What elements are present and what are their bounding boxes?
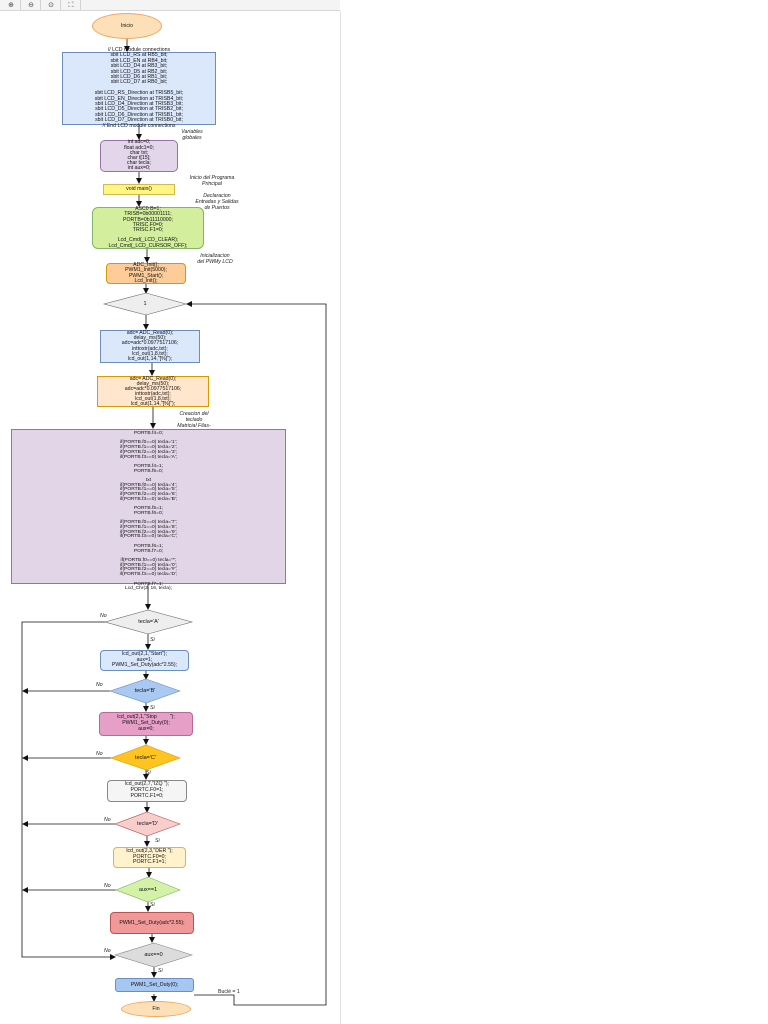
decision-aux-0-text: aux==0 <box>144 952 163 958</box>
no-label: No <box>104 817 111 823</box>
action-key-b-text: lcd_out(2,1,"Stop "); PWM1_Set_Duty(0); … <box>117 714 175 732</box>
ports-config-block: ASC0 B=1; TRISB=0b00001111; PORTB=0b1111… <box>92 207 204 249</box>
action-key-d: lcd_out(2,3,"DER "); PORTC.F0=0; PORTC.F… <box>113 847 186 868</box>
start-terminal: Inicio <box>92 13 162 39</box>
loop-condition-text: 1 <box>143 301 147 307</box>
loop-back-label: Buclé = 1 <box>218 989 240 995</box>
decision-key-b-text: tecla='B' <box>134 688 156 694</box>
diagram-toolbar: ⊕ ⊖ ⊙ ⛶ <box>0 0 340 11</box>
decision-key-d <box>114 811 181 837</box>
action-key-c-text: lcd_out(2,7,"IZQ "); PORTC.F0=1; PORTC.F… <box>124 781 170 799</box>
diagram-canvas: Inicio // LCD module connections sbit LC… <box>0 11 341 1024</box>
init-note: Inicializacion del PWMy LCD <box>197 253 233 265</box>
no-label: No <box>104 883 111 889</box>
start-label: Inicio <box>120 22 134 29</box>
connector-layer <box>21 39 327 1006</box>
action-aux-0: PWM1_Set_Duty(0); <box>115 978 194 992</box>
fit-page-icon[interactable]: ⛶ <box>62 0 81 10</box>
variables-note: Variables globales <box>181 129 203 141</box>
zoom-reset-icon[interactable]: ⊙ <box>42 0 61 10</box>
decision-key-c <box>110 744 181 771</box>
si-label: Si <box>150 705 155 711</box>
adc-read-text-1: adc= ADC_Read(0); delay_ms(50); adc=adc*… <box>121 329 179 362</box>
pwm-lcd-init-block: ADC_Init(); PWM1_Init(5000); PWM1_Start(… <box>106 263 186 284</box>
decision-loop <box>102 292 188 316</box>
action-key-a-text: lcd_out(2,1,"Start"); aux=1; PWM1_Set_Du… <box>111 651 178 669</box>
adc-read-text-2: adc= ADC_Read(0); delay_ms(50); adc=adc*… <box>124 375 182 407</box>
decision-key-c-text: tecla='C' <box>135 754 156 761</box>
zoom-in-icon[interactable]: ⊕ <box>2 0 21 10</box>
loop-back-connector <box>186 301 327 1006</box>
adc-read-block-1: adc= ADC_Read(0); delay_ms(50); adc=adc*… <box>100 330 200 363</box>
action-key-b: lcd_out(2,1,"Stop "); PWM1_Set_Duty(0); … <box>99 712 193 736</box>
main-note: Inicio del Programa Principal <box>189 175 235 187</box>
action-aux-1-text: PWM1_Set_Duty(adc*2.55); <box>119 919 185 926</box>
no-label: No <box>100 613 107 619</box>
action-aux-1: PWM1_Set_Duty(adc*2.55); <box>110 912 194 934</box>
void-main-block: void main() <box>103 184 175 195</box>
zoom-out-icon[interactable]: ⊖ <box>22 0 41 10</box>
global-variables-text: int adc=0; float adc1=0; char txt; char … <box>124 139 154 172</box>
end-label: Fin <box>152 1005 160 1012</box>
action-aux-0-text: PWM1_Set_Duty(0); <box>130 981 179 988</box>
global-variables-block: int adc=0; float adc1=0; char txt; char … <box>100 140 178 172</box>
no-branch-connector <box>21 621 116 960</box>
decision-key-a-text: tecla='A' <box>138 619 159 625</box>
no-label: No <box>96 751 103 757</box>
pwm-lcd-init-text: ADC_Init(); PWM1_Init(5000); PWM1_Start(… <box>125 262 167 284</box>
decision-aux-0 <box>113 942 193 968</box>
ports-note: Declaracion Entradas y Salidas de Puerto… <box>195 193 239 211</box>
si-label: Si <box>158 968 163 974</box>
ports-config-text: ASC0 B=1; TRISB=0b00001111; PORTB=0b1111… <box>108 206 188 249</box>
action-key-a: lcd_out(2,1,"Start"); aux=1; PWM1_Set_Du… <box>100 650 189 671</box>
decision-key-b <box>109 678 181 704</box>
decision-aux-1-text: aux==1 <box>138 886 158 893</box>
end-terminal: Fin <box>121 1001 191 1017</box>
keypad-scan-text: PORTB.f4=0; if(PORTB.f0==0) tecla='1'; i… <box>119 431 178 592</box>
si-label: Si <box>155 838 160 844</box>
adc-read-block-2: adc= ADC_Read(0); delay_ms(50); adc=adc*… <box>97 376 209 407</box>
keypad-note: Creacion del teclado Matricial Filas- Co… <box>177 411 211 435</box>
lcd-connections-text: // LCD module connections sbit LCD_RS at… <box>94 46 184 129</box>
action-key-c: lcd_out(2,7,"IZQ "); PORTC.F0=1; PORTC.F… <box>107 780 187 802</box>
keypad-scan-block: PORTB.f4=0; if(PORTB.f0==0) tecla='1'; i… <box>11 429 286 591</box>
si-label: Si <box>150 902 155 908</box>
action-key-d-text: lcd_out(2,3,"DER "); PORTC.F0=0; PORTC.F… <box>126 848 173 866</box>
si-label: Si <box>146 770 151 776</box>
no-label: No <box>104 948 111 954</box>
si-label: Si <box>150 637 155 643</box>
void-main-text: void main() <box>126 186 152 193</box>
decision-key-a <box>103 609 194 635</box>
decision-aux-1 <box>115 876 181 903</box>
no-label: No <box>96 682 103 688</box>
lcd-connections-block: // LCD module connections sbit LCD_RS at… <box>62 47 216 128</box>
decision-key-d-text: tecla='D' <box>137 821 158 827</box>
